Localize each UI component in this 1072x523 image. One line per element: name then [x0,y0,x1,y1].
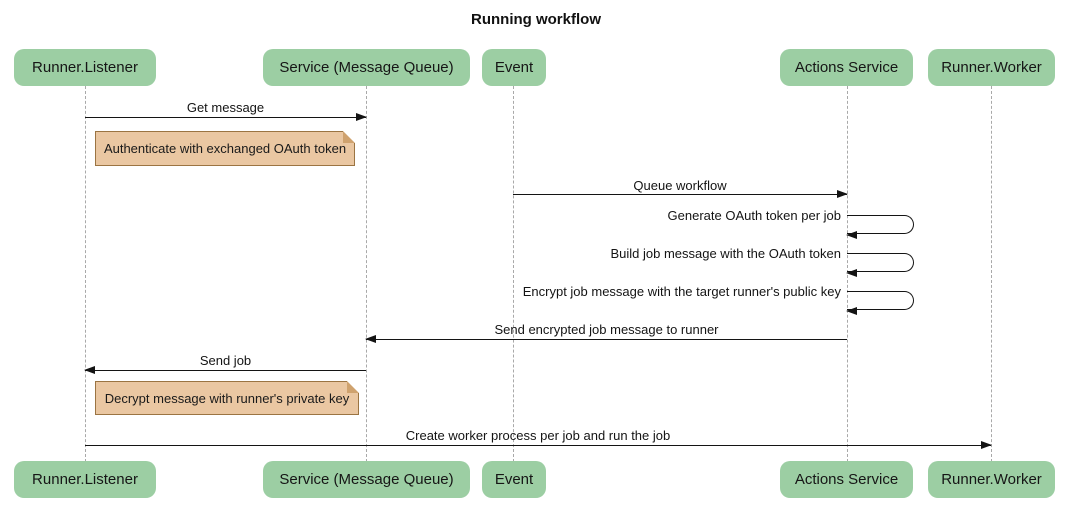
actor-top-runner-listener: Runner.Listener [14,49,156,86]
message-label-encrypt-job-message: Encrypt job message with the target runn… [522,284,841,299]
note-authenticate-oauth: Authenticate with exchanged OAuth token [95,131,355,166]
message-label-get-message: Get message [186,100,265,115]
note-decrypt-message: Decrypt message with runner's private ke… [95,381,359,415]
actor-top-actions-service: Actions Service [780,49,913,86]
note-text: Authenticate with exchanged OAuth token [103,141,347,156]
actor-top-service-message-queue: Service (Message Queue) [263,49,470,86]
lifeline-event [512,86,514,462]
message-arrow-send-job [84,364,366,376]
note-text: Decrypt message with runner's private ke… [104,390,350,406]
lifeline-runner-worker [990,86,992,462]
self-loop-build-job-message [845,253,914,277]
message-label-queue-workflow: Queue workflow [633,178,727,193]
actor-bottom-actions-service: Actions Service [780,461,913,498]
message-label-send-encrypted-job: Send encrypted job message to runner [494,322,719,337]
actor-label: Runner.Worker [941,59,1042,76]
self-loop-generate-oauth-token [845,215,914,239]
actor-label: Service (Message Queue) [279,471,454,488]
message-arrow-create-worker [85,439,992,451]
actor-top-event: Event [482,49,546,86]
message-label-build-job-message: Build job message with the OAuth token [610,246,841,261]
message-arrow-get-message [85,111,367,123]
message-label-send-job: Send job [199,353,252,368]
actor-label: Event [494,471,534,488]
actor-label: Service (Message Queue) [279,59,454,76]
self-loop-encrypt-job-message [845,291,914,315]
actor-label: Actions Service [794,471,899,488]
actor-bottom-event: Event [482,461,546,498]
actor-label: Event [494,59,534,76]
actor-bottom-runner-listener: Runner.Listener [14,461,156,498]
message-arrow-send-encrypted-job [365,333,847,345]
actor-label: Actions Service [794,59,899,76]
message-arrow-queue-workflow [513,188,848,200]
lifeline-service-message-queue [365,86,367,462]
actor-bottom-service-message-queue: Service (Message Queue) [263,461,470,498]
message-label-generate-oauth-token: Generate OAuth token per job [667,208,841,223]
lifeline-runner-listener [84,86,86,462]
message-label-create-worker: Create worker process per job and run th… [405,428,671,443]
actor-top-runner-worker: Runner.Worker [928,49,1055,86]
diagram-title: Running workflow [471,11,601,28]
actor-bottom-runner-worker: Runner.Worker [928,461,1055,498]
actor-label: Runner.Listener [32,59,138,76]
actor-label: Runner.Listener [32,471,138,488]
actor-label: Runner.Worker [941,471,1042,488]
